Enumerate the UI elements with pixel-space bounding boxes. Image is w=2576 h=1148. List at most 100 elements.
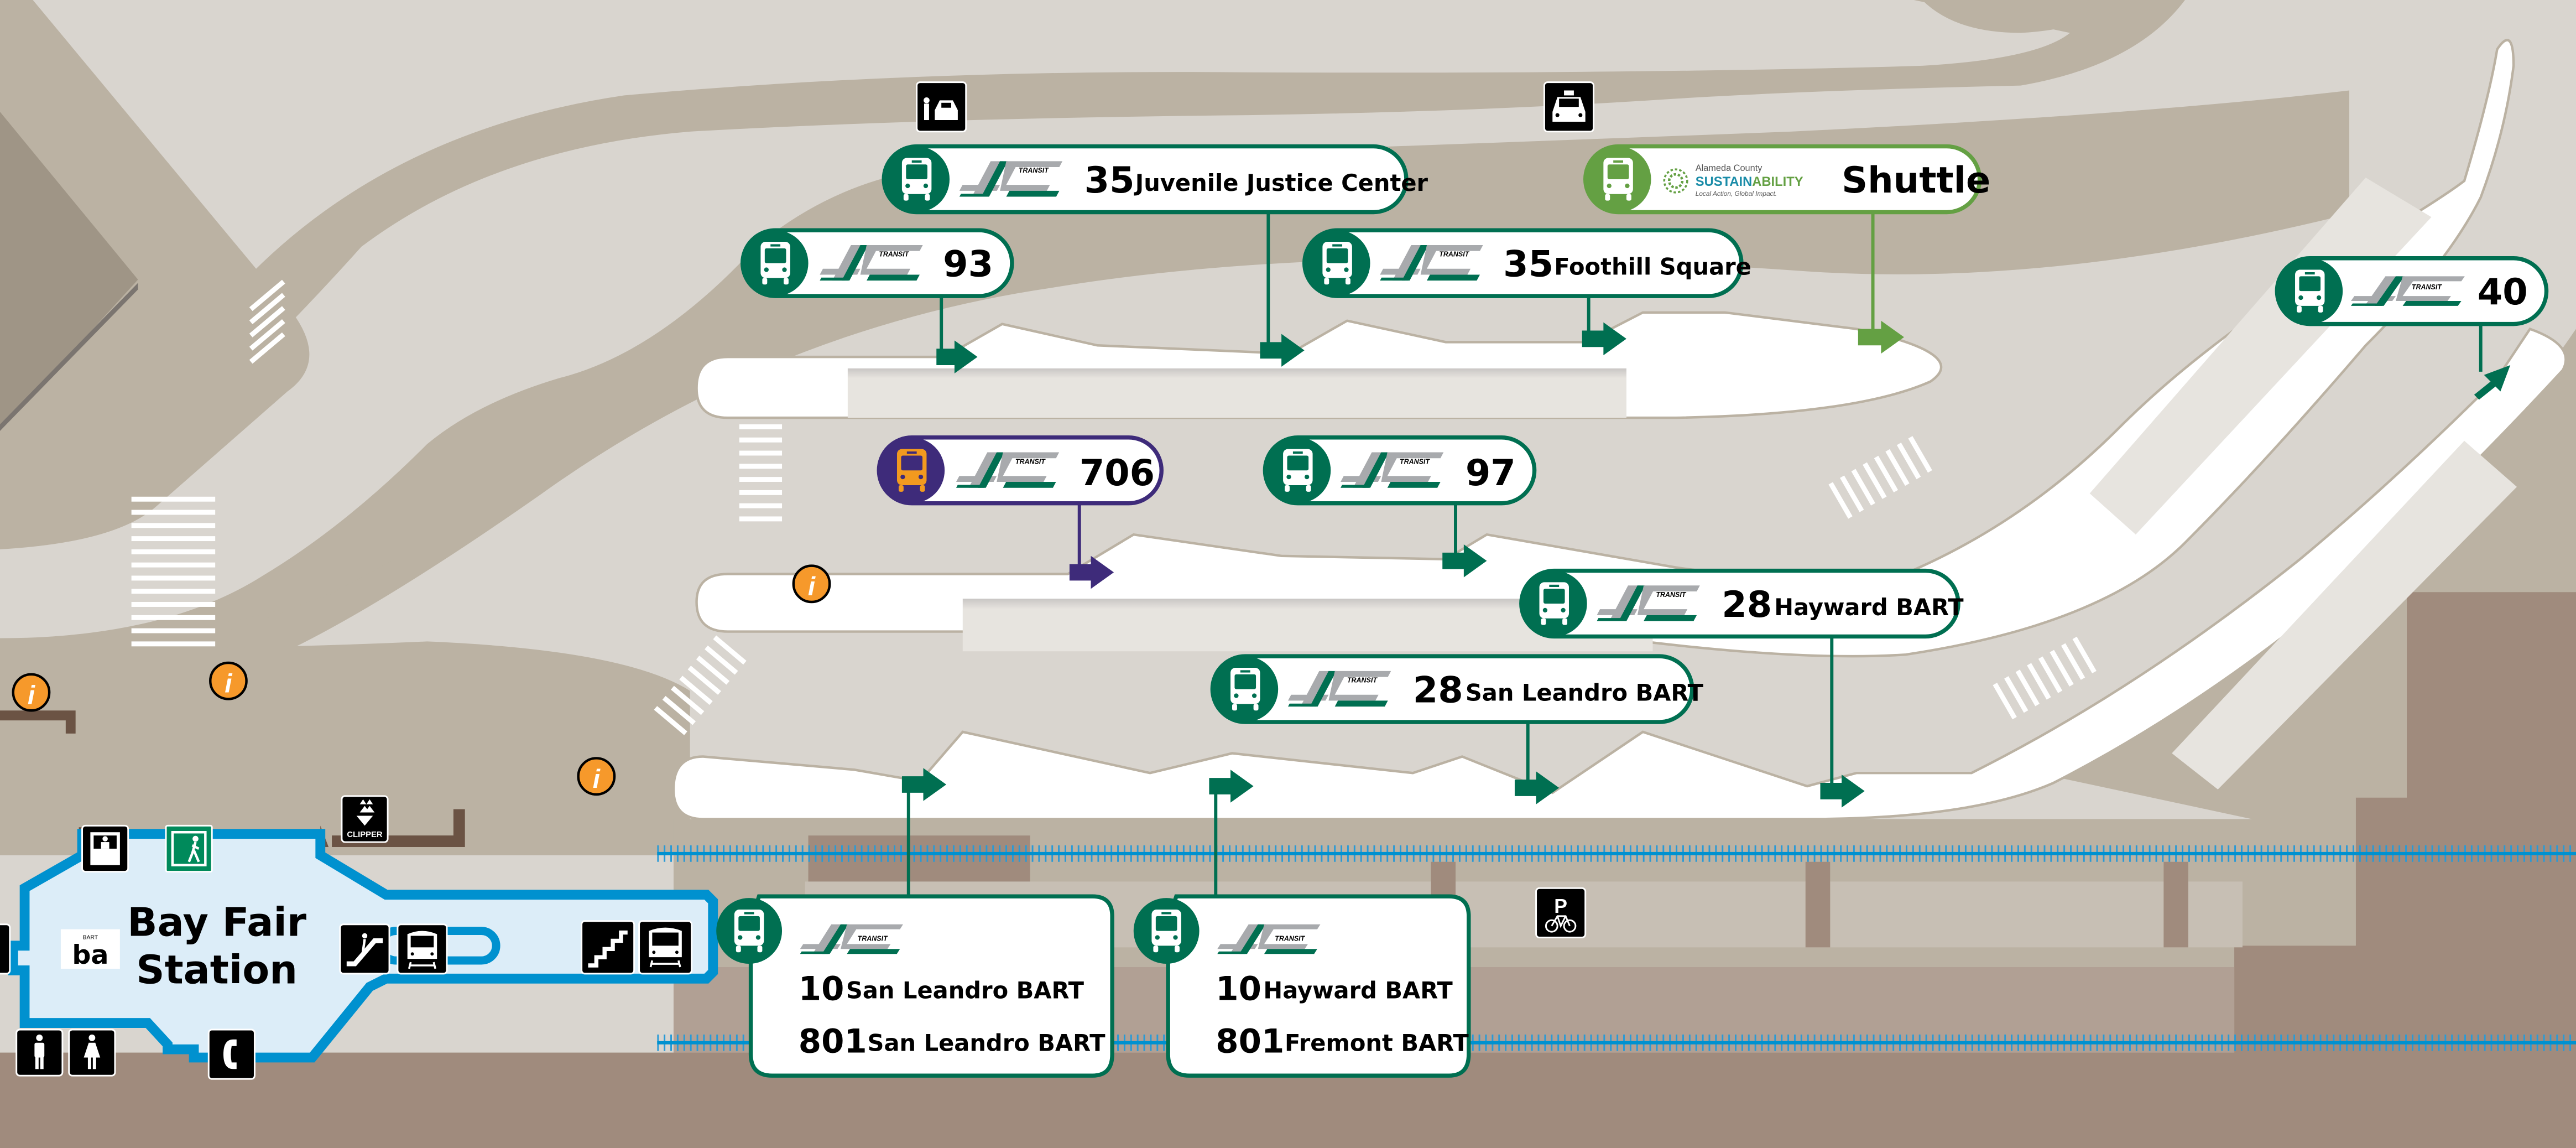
route-destination: San Leandro BART [846,976,1084,1004]
route-destination: Juvenile Justice Center [1134,169,1428,196]
road-upper-left [0,0,310,549]
taxi-icon[interactable] [1543,81,1595,133]
train-icon-station[interactable] [397,923,448,975]
stairs-icon[interactable] [581,920,635,975]
route-number: 93 [943,243,993,285]
route-number: 35 [1503,243,1553,285]
station-agent-icon[interactable] [81,824,129,873]
kiss-and-ride-icon[interactable] [916,81,967,133]
route-number: 10 [799,970,844,1008]
crosswalk-center [739,424,783,522]
exit-icon[interactable] [165,824,213,873]
ac-transit-logo-text: TRANSIT [879,251,909,258]
building-upper-left [0,112,138,431]
road-left-lower [0,641,690,855]
route-destination: San Leandro BART [868,1030,1106,1057]
station-name-line1: Bay Fair [127,899,306,945]
route-number: 801 [1216,1023,1284,1061]
info-icon-3[interactable]: i [577,757,616,796]
bus-stop-706[interactable]: TRANSIT 706 [877,435,1164,506]
bus-stop-35-juvenile-justice-center[interactable]: TRANSIT 35 Juvenile Justice Center [882,144,1428,215]
bart-track-upper-rail [657,851,2576,855]
ac-transit-logo-text: TRANSIT [858,934,888,942]
ac-transit-logo-text: TRANSIT [1400,458,1430,465]
crosswalk-left [131,496,216,647]
road-diagonal [0,90,2350,683]
restroom-women-icon[interactable] [68,1028,116,1077]
bus-stop-10-801-hayward-fremont[interactable]: TRANSIT 10 Hayward BART 801 Fremont BART [1133,894,1471,1078]
sustainability-tagline: Local Action, Global Impact. [1696,190,1777,198]
route-number: Shuttle [1842,159,1990,201]
bus-stop-35-foothill-square[interactable]: TRANSIT 35 Foothill Square [1302,228,1751,298]
route-number: 801 [799,1023,867,1061]
building-right [2234,592,2576,1148]
arrow-10-801-sl [901,768,947,801]
sustainability-line1: Alameda County [1696,163,1763,173]
ac-transit-logo-text: TRANSIT [1439,251,1469,258]
bus-stop-97[interactable]: TRANSIT 97 [1263,435,1537,506]
bike-parking-icon[interactable]: P [1535,887,1587,938]
ac-transit-logo-text: TRANSIT [1015,458,1046,465]
bart-track-lower-rail [657,1041,2576,1045]
crosswalk-right-upper [1828,436,1932,519]
route-number: 28 [1722,584,1772,626]
leader-lines [906,210,2483,897]
arrow-28-hayward [1820,775,1865,808]
route-number: 97 [1466,452,1516,494]
bus-stop-40[interactable]: TRANSIT 40 [2275,256,2549,326]
route-destination: Hayward BART [1263,976,1453,1004]
route-number: 35 [1084,159,1135,201]
sustainability-line2: SUSTAINABILITY [1696,174,1803,189]
pillar-2 [1805,861,1831,948]
bike-parking-letter: P [1554,895,1567,917]
route-number: 40 [2478,271,2528,313]
svg-text:i: i [225,669,233,699]
sustainability-swirl-icon [1663,168,1688,194]
svg-text:i: i [593,765,601,794]
rapid-bus-icon [896,449,927,492]
shelter-diagonal-lower [2172,440,2517,789]
shelter-top [847,368,1626,418]
station-name-line2: Station [136,947,298,993]
pillar-3 [2163,861,2188,948]
crosswalk-upper-left [249,279,285,364]
crosswalk-lower-left [654,635,747,735]
ac-transit-logo-text: TRANSIT [1656,591,1686,599]
ac-transit-logo-text: TRANSIT [1347,677,1378,684]
info-icon-1[interactable]: i [12,673,51,712]
arrow-97 [1442,544,1487,578]
bus-stop-28-san-leandro-bart[interactable]: TRANSIT 28 San Leandro BART [1210,654,1704,724]
arrow-10-801-hf [1209,770,1254,803]
clipper-icon[interactable]: CLIPPER [341,795,389,843]
bus-stop-10-801-san-leandro[interactable]: TRANSIT 10 San Leandro BART 801 San Lean… [716,894,1114,1078]
road-top [0,0,2185,494]
svg-text:i: i [808,572,816,601]
bus-stop-shuttle[interactable]: Alameda County SUSTAINABILITY Local Acti… [1583,144,1991,215]
crosswalk-right-lower [1993,636,2097,720]
route-destination: San Leandro BART [1466,679,1704,706]
bus-stop-28-hayward-bart[interactable]: TRANSIT 28 Hayward BART [1519,568,1964,639]
arrow-706 [1069,555,1114,589]
road-top-right [1922,0,2136,33]
route-number: 706 [1080,452,1155,494]
building-upper-left-edge [0,283,138,431]
info-icon-4[interactable]: i [792,564,831,604]
svg-text:i: i [28,681,36,710]
station-wall-top-left [0,710,76,734]
station-left-edge-icon [0,923,11,975]
ac-transit-logo-text: TRANSIT [1019,167,1049,174]
route-destination: Foothill Square [1554,253,1751,280]
ac-transit-logo-text: TRANSIT [1275,934,1305,942]
train-icon-platform[interactable] [638,920,693,975]
arrow-28-sanleandro [1514,771,1560,804]
sustainability-word-b: ABILITY [1752,174,1803,189]
sustainability-word-a: SUSTAIN [1696,174,1753,189]
ac-transit-logo-text: TRANSIT [2412,283,2442,291]
bus-stop-93[interactable]: TRANSIT 93 [741,228,1014,298]
restroom-men-icon[interactable] [15,1028,64,1077]
arrow-40 [2474,365,2511,400]
info-icon-2[interactable]: i [209,661,248,700]
escalator-icon[interactable] [339,923,390,975]
telephone-icon[interactable] [207,1028,255,1080]
